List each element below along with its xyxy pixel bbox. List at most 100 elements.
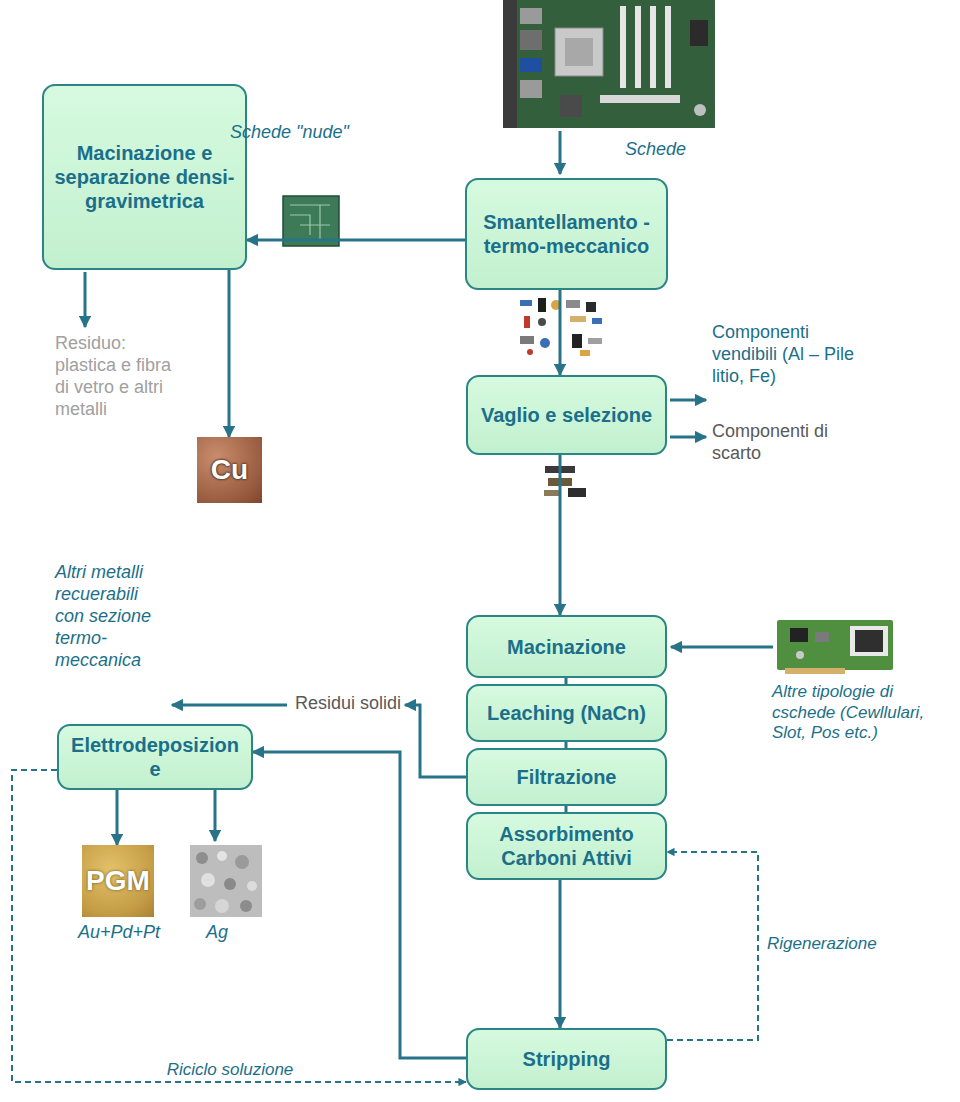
components-picture	[527, 349, 533, 355]
node-text: Macinazione e separazione densi-gravimet…	[52, 141, 237, 213]
process-box: Leaching (NaCn)	[466, 684, 667, 742]
process-box: Stripping	[466, 1028, 667, 1090]
process-box: Elettrodeposizione	[57, 724, 253, 790]
components-picture	[520, 300, 532, 306]
card-picture	[777, 620, 893, 674]
components-picture	[540, 338, 550, 348]
silver-picture	[194, 898, 206, 910]
flow-connector	[559, 290, 562, 375]
note-label: Schede	[625, 139, 725, 161]
node-text: Macinazione	[507, 635, 626, 659]
dashed-connector	[667, 852, 758, 1040]
motherboard-picture	[600, 95, 680, 103]
components-picture	[538, 298, 546, 312]
note-label: Componenti vendibili (Al – Pile litio, F…	[712, 322, 862, 388]
silver-picture	[224, 878, 236, 890]
product-tile: PGM	[82, 845, 154, 917]
components-picture	[588, 338, 602, 344]
node-text: Leaching (NaCn)	[487, 701, 646, 725]
bare-board-picture	[288, 205, 333, 240]
motherboard-picture	[650, 6, 656, 88]
flow-connector	[253, 752, 466, 1058]
process-box: Macinazione e separazione densi-gravimet…	[42, 84, 247, 270]
components-picture	[586, 302, 596, 312]
motherboard-picture	[503, 0, 715, 128]
node-text: PGM	[86, 865, 150, 897]
silver-picture	[217, 851, 227, 861]
flow-arrow	[172, 704, 287, 707]
motherboard-picture	[503, 0, 715, 128]
flow-arrow	[671, 646, 773, 649]
components-picture	[572, 334, 582, 348]
card-picture	[785, 668, 845, 674]
flow-connector	[247, 239, 465, 242]
flow-arrow	[84, 272, 87, 327]
note-label: Au+Pd+Pt	[78, 922, 188, 944]
components-picture	[538, 318, 546, 326]
flow-arrow	[559, 131, 562, 174]
connector-layer	[12, 240, 758, 1082]
note-label: Residuo: plastica e fibra di vetro e alt…	[55, 333, 190, 421]
edge-label: Riciclo soluzione	[120, 1060, 340, 1080]
note-label: Ag	[206, 922, 256, 944]
note-label: Altri metalli recuerabili con sezione te…	[55, 562, 167, 672]
flow-arrow	[214, 786, 217, 841]
silver-picture	[215, 899, 229, 913]
motherboard-picture	[665, 6, 671, 88]
flow-connector	[116, 790, 119, 845]
node-text: Vaglio e selezione	[481, 403, 652, 427]
silver-picture	[235, 855, 249, 869]
flow-connector	[559, 455, 562, 615]
node-text: Elettrodeposizione	[67, 733, 243, 781]
connectors-picture	[568, 488, 586, 497]
components-picture	[524, 316, 530, 328]
process-box: Vaglio e selezione	[466, 375, 667, 455]
connectors-picture	[544, 490, 560, 496]
process-box: Assorbimento Carboni Attivi	[466, 812, 667, 880]
silver-picture	[247, 881, 257, 891]
motherboard-picture	[555, 28, 603, 76]
components-picture	[580, 350, 590, 356]
card-picture	[815, 632, 829, 642]
flow-connector	[559, 880, 562, 1028]
process-box: Smantellamento - termo-meccanico	[465, 178, 668, 290]
motherboard-picture	[560, 95, 582, 117]
node-text: Smantellamento - termo-meccanico	[475, 210, 658, 258]
note-label: Componenti di scarto	[712, 421, 862, 465]
motherboard-picture	[520, 80, 542, 98]
motherboard-picture	[694, 104, 706, 116]
dashed-connector	[12, 770, 466, 1082]
residue-arrow	[405, 705, 466, 777]
node-text: Stripping	[523, 1047, 611, 1071]
process-box: Macinazione	[466, 615, 667, 678]
edge-label: Rigenerazione	[764, 934, 924, 954]
flow-arrow	[670, 399, 706, 402]
silver-picture	[196, 852, 208, 864]
motherboard-picture	[690, 20, 708, 46]
silver-picture	[190, 845, 262, 917]
connectors-picture	[544, 466, 586, 497]
silver-picture	[190, 845, 262, 917]
motherboard-picture	[520, 8, 542, 24]
product-tile: Cu	[197, 437, 262, 503]
components-picture	[566, 300, 580, 308]
card-picture	[855, 630, 883, 652]
components-picture	[570, 316, 586, 322]
flow-connector	[228, 270, 231, 437]
node-text: Cu	[211, 454, 248, 486]
motherboard-picture	[620, 6, 626, 88]
silver-picture	[240, 900, 252, 912]
card-picture	[777, 620, 893, 670]
motherboard-picture	[565, 38, 593, 66]
node-text: Assorbimento Carboni Attivi	[476, 822, 657, 870]
motherboard-picture	[520, 30, 542, 50]
note-label: Altre tipologie di cschede (Cewllulari, …	[772, 682, 956, 744]
flow-arrow	[670, 436, 706, 439]
card-picture	[850, 626, 888, 656]
motherboard-picture	[635, 6, 641, 88]
node-text: Filtrazione	[516, 765, 616, 789]
components-picture	[592, 318, 602, 324]
note-label: Residui solidi	[285, 693, 401, 715]
components-picture	[520, 336, 534, 344]
